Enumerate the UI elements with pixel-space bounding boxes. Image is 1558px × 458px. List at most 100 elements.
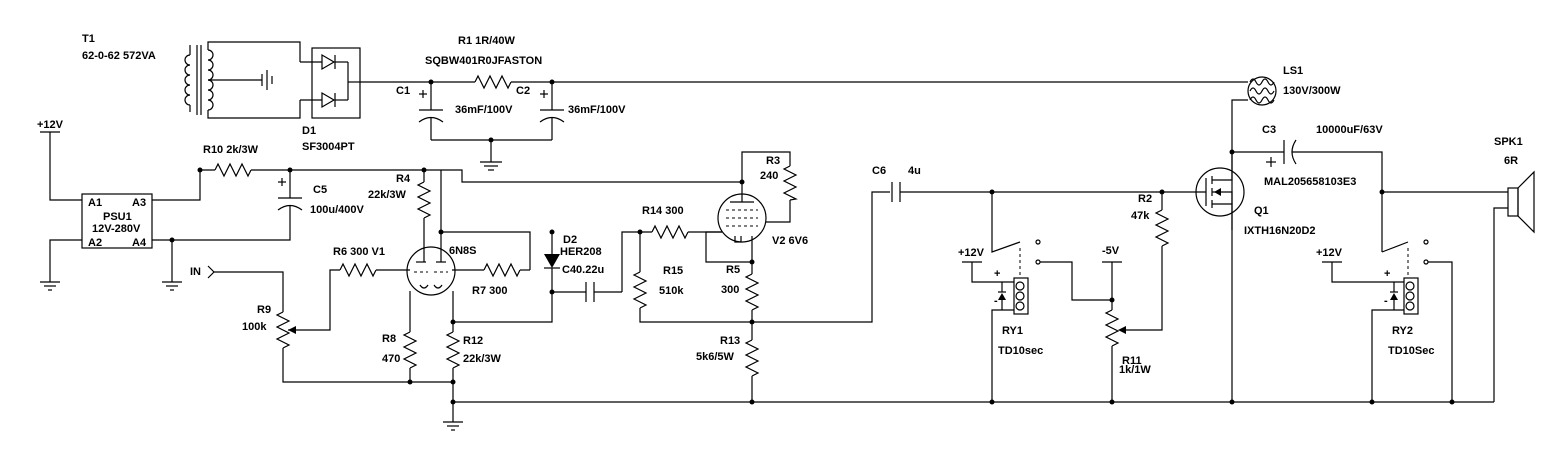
plus12v-ry2-label: +12V [1316, 247, 1343, 259]
capacitor-c6 [891, 182, 1172, 202]
resistor-r4 [416, 181, 432, 219]
ry1-ref-label: RY1 [1002, 325, 1023, 337]
resistor-r15 [632, 271, 648, 309]
c3-value-label: 10000uF/63V [1316, 124, 1383, 136]
minus5v-label: -5V [1102, 245, 1120, 257]
resistor-r7 [483, 262, 521, 278]
ry1-plus-label: + [994, 268, 1000, 280]
r14-label: R14 300 [642, 205, 684, 217]
capacitor-c2 [539, 82, 565, 140]
r13-ref-label: R13 [720, 335, 740, 347]
c5-ref-label: C5 [313, 184, 327, 196]
ry2-value-label: TD10Sec [1388, 345, 1434, 357]
psu1-pin-a4: A4 [132, 237, 147, 249]
c2-value-label: 36mF/100V [568, 104, 626, 116]
r13-value-label: 5k6/5W [696, 351, 735, 363]
r9-ref-label: R9 [257, 304, 271, 316]
ry2-minus-label: - [1384, 295, 1388, 307]
r11-ref-label: R11 [1122, 355, 1142, 367]
relay-ry1 [962, 192, 1112, 402]
capacitor-c5 [277, 170, 303, 214]
tube-v1 [406, 170, 531, 296]
r4-value-label: 22k/3W [368, 189, 407, 201]
r12-value-label: 22k/3W [463, 353, 502, 365]
v2-label: V2 6V6 [772, 235, 808, 247]
r11-value-label: 1k/1W [1119, 364, 1151, 376]
potentiometer-r11 [1104, 309, 1120, 347]
r3-ref-label: R3 [766, 155, 780, 167]
c1-ref-label: C1 [396, 85, 410, 97]
ry2-ref-label: RY2 [1392, 325, 1413, 337]
r6-v1-label: R6 300 V1 [333, 246, 385, 258]
ry2-plus-label: + [1384, 268, 1390, 280]
q1-value-label: IXTH16N20D2 [1244, 225, 1316, 237]
c6-value-label: 4u [908, 165, 921, 177]
v1-type-label: 6N8S [449, 245, 477, 257]
capacitor-c4 [552, 282, 622, 302]
input-arrow [207, 265, 215, 279]
d1-value-label: SF3004PT [302, 141, 355, 153]
r12-ref-label: R12 [463, 335, 483, 347]
r1-ref-label: R1 1R/40W [458, 35, 515, 47]
potentiometer-r9 [275, 311, 291, 349]
c3-part-label: MAL205658103E3 [1264, 176, 1356, 188]
resistor-r3 [782, 165, 798, 201]
r8-value-label: 470 [382, 353, 400, 365]
relay-ry2 [1322, 239, 1453, 402]
plus12v-ry1-label: +12V [958, 247, 985, 259]
c6-ref-label: C6 [872, 165, 886, 177]
r3-value-label: 240 [760, 170, 778, 182]
d1-ref-label: D1 [302, 125, 316, 137]
psu1-pin-a2: A2 [88, 237, 102, 249]
r15-value-label: 510k [659, 285, 684, 297]
r9-value-label: 100k [242, 321, 267, 333]
ground-symbol-main [480, 161, 502, 171]
resistor-r8 [402, 331, 418, 369]
transformer-t1 [184, 41, 301, 119]
resistor-r13 [744, 339, 760, 377]
psu1-ref-label: PSU1 [103, 211, 132, 223]
resistor-r5 [744, 273, 760, 311]
r15-ref-label: R15 [663, 265, 683, 277]
resistor-r14 [651, 224, 689, 240]
psu1-pin-a1: A1 [88, 197, 102, 209]
ls1-value-label: 130V/300W [1283, 85, 1341, 97]
c3-ref-label: C3 [1262, 124, 1276, 136]
r5-value-label: 300 [721, 284, 739, 296]
capacitor-c1 [418, 82, 444, 140]
r2-ref-label: R2 [1138, 193, 1152, 205]
t1-ref-label: T1 [82, 33, 95, 45]
d2-ref-label: D2 [563, 234, 577, 246]
ry1-value-label: TD10sec [998, 345, 1043, 357]
r5-ref-label: R5 [726, 264, 740, 276]
q1-ref-label: Q1 [1254, 205, 1269, 217]
psu1-module [49, 132, 291, 282]
spk1-ref-label: SPK1 [1494, 136, 1523, 148]
r10-label: R10 2k/3W [203, 144, 259, 156]
ground-symbol-psu-right [162, 281, 182, 291]
input-label: IN [190, 266, 201, 278]
resistor-r6 [339, 262, 377, 278]
plus12v-psu-label: +12V [37, 119, 64, 131]
diode-d2 [544, 232, 560, 292]
capacitor-c3 [1232, 139, 1383, 252]
resistor-r2 [1154, 209, 1170, 247]
r2-value-label: 47k [1131, 210, 1150, 222]
resistor-r10 [214, 162, 252, 178]
bridge-rectifier-d1 [300, 47, 475, 119]
c1-value-label: 36mF/100V [455, 104, 513, 116]
spk1-value-label: 6R [1504, 155, 1518, 167]
d2-value-label: HER208 [560, 246, 602, 258]
c2-ref-label: C2 [516, 85, 530, 97]
mosfet-q1 [1172, 152, 1245, 230]
resistor-r12 [445, 331, 461, 369]
lamp-ls1 [1231, 76, 1277, 402]
r1-value-label: SQBW401R0JFASTON [425, 55, 542, 67]
psu1-pin-a3: A3 [132, 197, 146, 209]
c4-label: C40.22u [562, 264, 604, 276]
t1-value-label: 62-0-62 572VA [82, 50, 156, 62]
c5-value-label: 100u/400V [310, 204, 364, 216]
ground-symbol-bottom [443, 421, 463, 431]
r8-ref-label: R8 [382, 333, 396, 345]
